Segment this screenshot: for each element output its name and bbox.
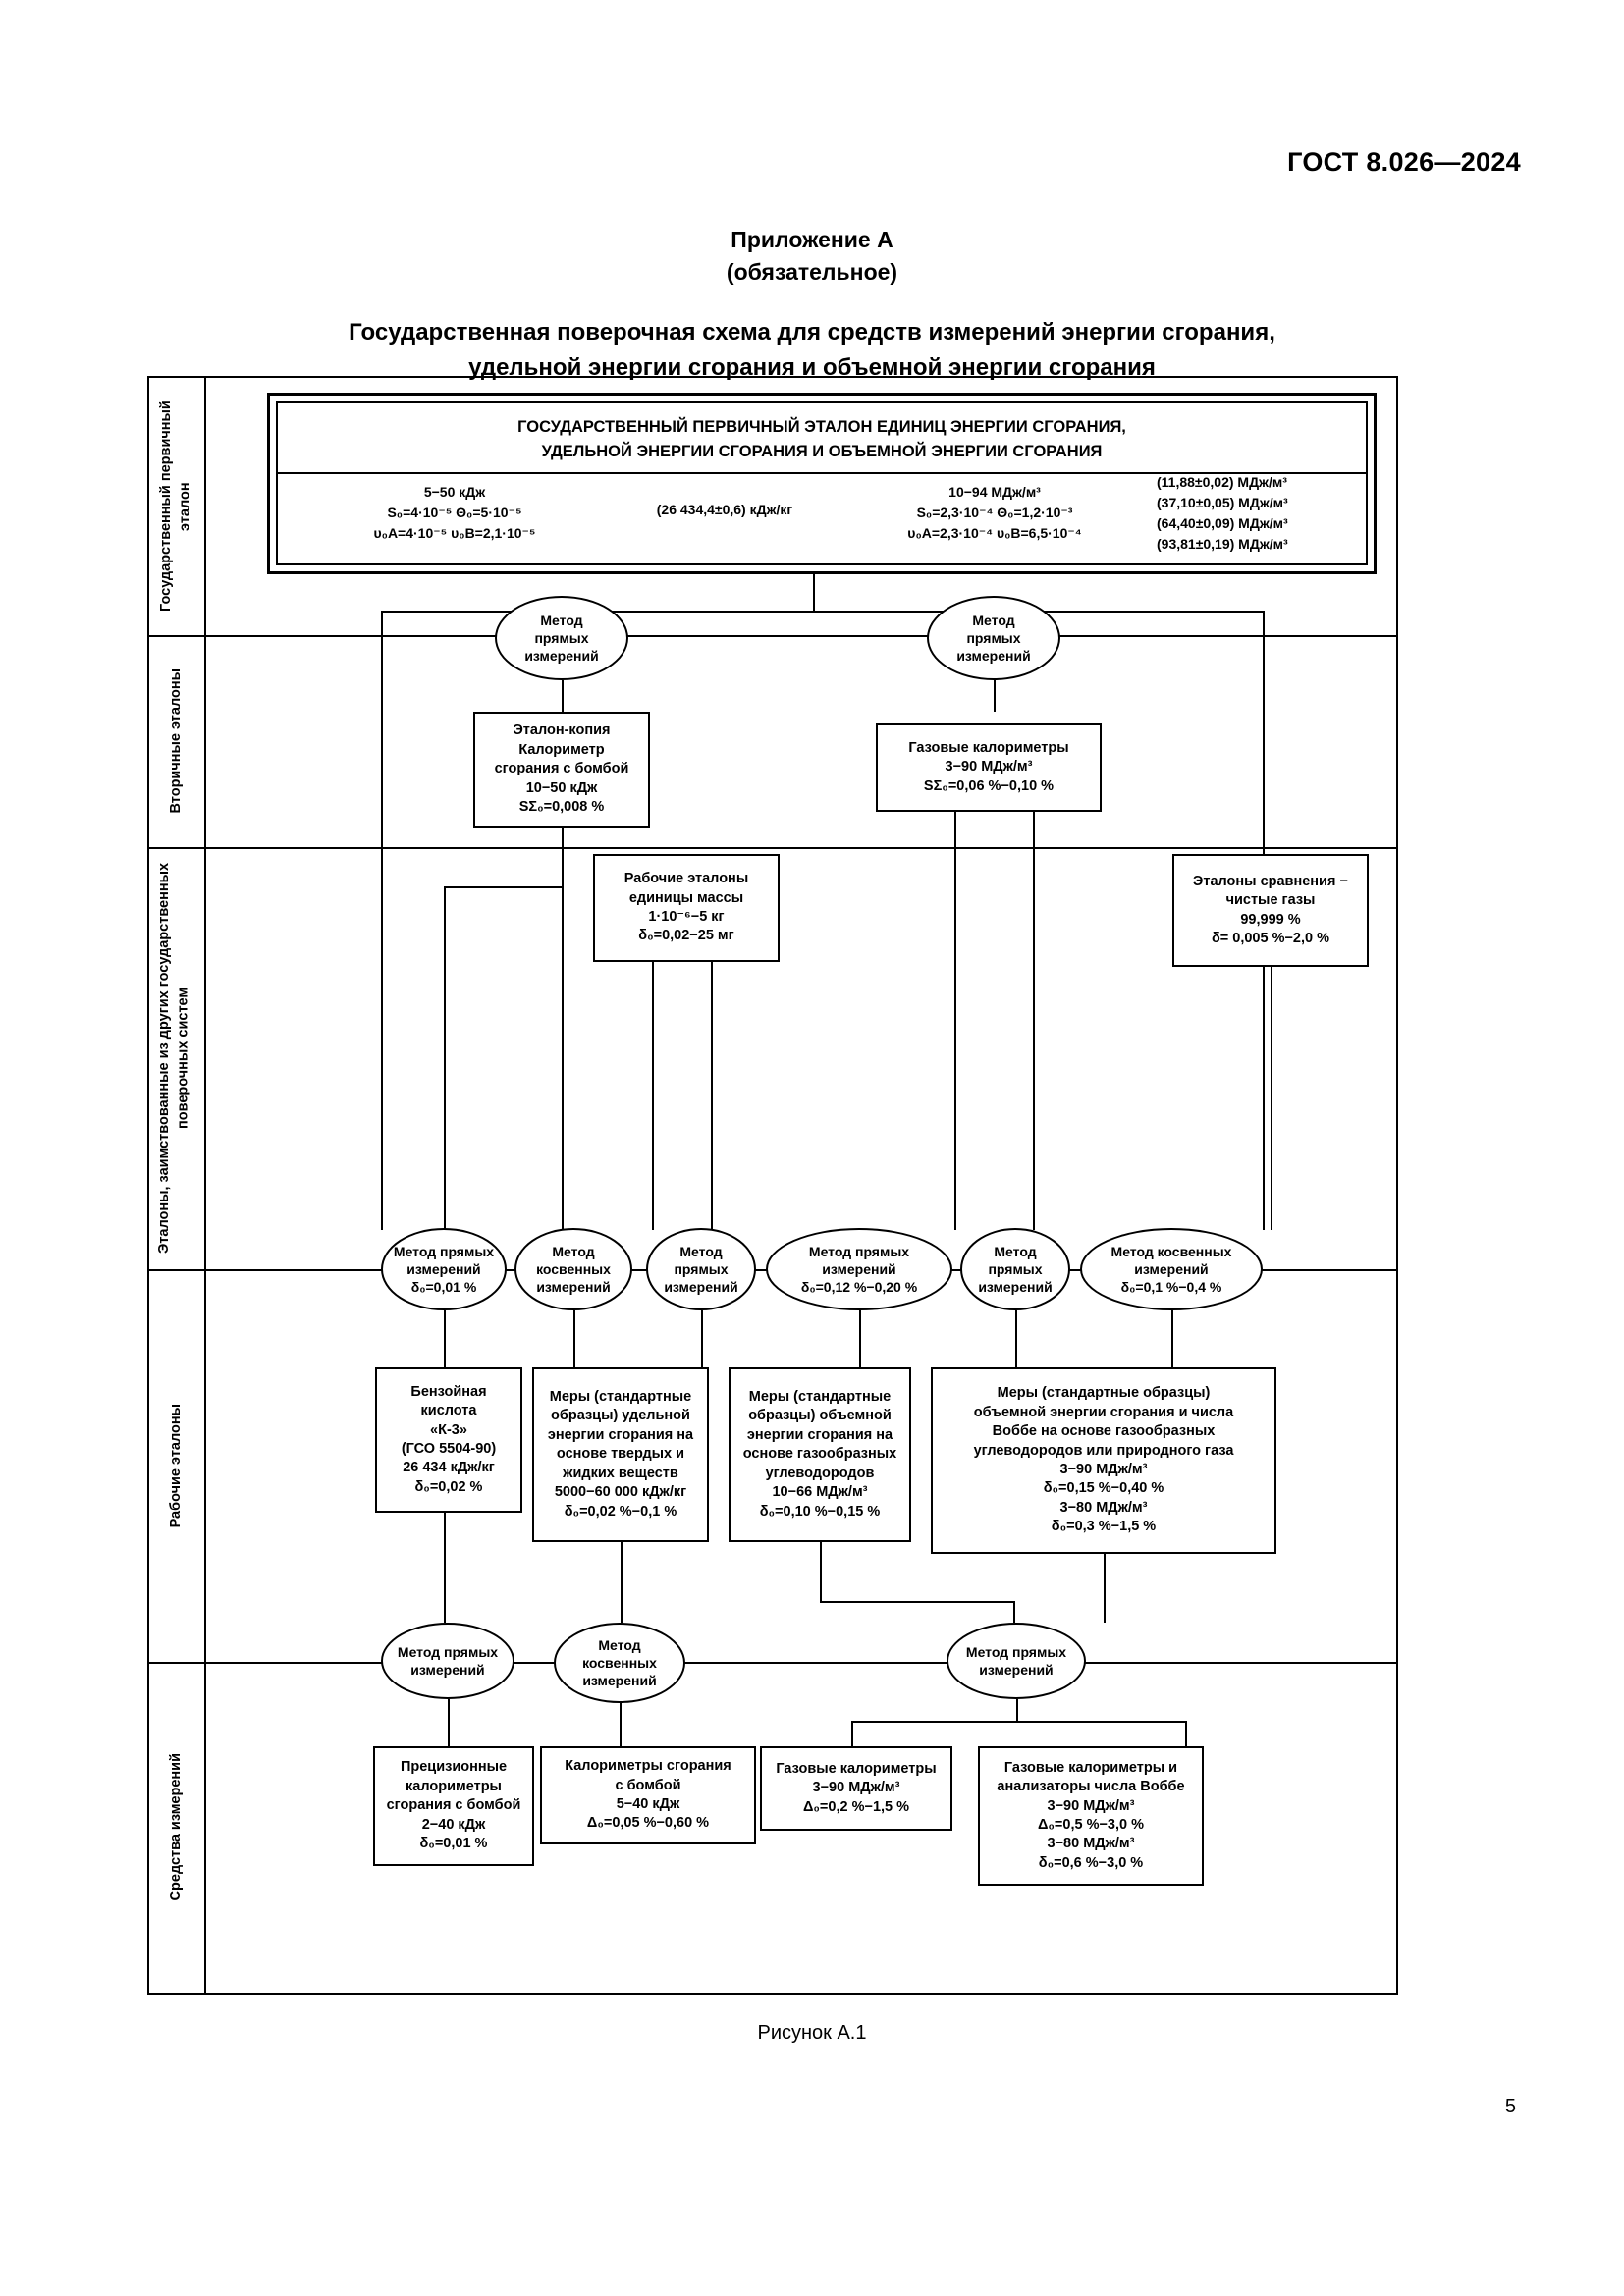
primary-standard-title: ГОСУДАРСТВЕННЫЙ ПЕРВИЧНЫЙ ЭТАЛОН ЕДИНИЦ … — [278, 403, 1366, 474]
lane-label-secondary-text: Вторичные эталоны — [168, 668, 185, 814]
bomb-calorimeters-box: Калориметры сгорания с бомбой 5−40 кДж Δ… — [540, 1746, 756, 1844]
scheme-title-line1: Государственная поверочная схема для сре… — [349, 318, 1275, 346]
appendix-label: Приложение А — [731, 227, 893, 252]
lane-label-instruments-text: Средства измерений — [168, 1753, 185, 1901]
precision-calorimeters-box: Прецизионные калориметры сгорания с бомб… — [373, 1746, 534, 1866]
method-direct-plain2-ellipse: Метод прямых измерений — [960, 1228, 1070, 1310]
primary-col-volumetric: 10−94 МДж/м³ S₀=2,3·10⁻⁴ Θ₀=1,2·10⁻³ υ₀A… — [907, 483, 1082, 541]
method-indirect-01-ellipse: Метод косвенных измерений δ₀=0,1 %−0,4 % — [1080, 1228, 1263, 1310]
lane-label-secondary: Вторичные эталоны — [149, 635, 206, 847]
method-direct-bottom-ellipse: Метод прямых измерений — [381, 1623, 514, 1699]
mass-working-standards-box: Рабочие эталоны единицы массы 1·10⁻⁶−5 к… — [593, 854, 780, 962]
document-header: ГОСТ 8.026—2024 — [1287, 147, 1521, 177]
primary-standard-box: ГОСУДАРСТВЕННЫЙ ПЕРВИЧНЫЙ ЭТАЛОН ЕДИНИЦ … — [267, 393, 1377, 574]
etalon-copy-box: Эталон-копия Калориметр сгорания с бомбо… — [473, 712, 650, 828]
benzoic-acid-box: Бензойная кислота «К-3» (ГСО 5504-90) 26… — [375, 1367, 522, 1513]
specific-energy-measures-box: Меры (стандартные образцы) удельной энер… — [532, 1367, 709, 1542]
lane-label-working: Рабочие эталоны — [149, 1269, 206, 1662]
lane-label-primary: Государственный первичный эталон — [149, 378, 206, 635]
lane-label-borrowed: Эталоны, заимствованные из других госуда… — [149, 847, 206, 1269]
lane-label-borrowed-text: Эталоны, заимствованные из других госуда… — [156, 862, 191, 1255]
verification-scheme-diagram: Государственный первичный эталон Вторичн… — [147, 376, 1398, 1995]
gas-wobbe-analyzers-box: Газовые калориметры и анализаторы числа … — [978, 1746, 1204, 1886]
method-direct-plain-ellipse: Метод прямых измерений — [646, 1228, 756, 1310]
secondary-gas-calorimeters-box: Газовые калориметры 3−90 МДж/м³ SΣ₀=0,06… — [876, 723, 1102, 812]
instrument-gas-calorimeters-box: Газовые калориметры 3−90 МДж/м³ Δ₀=0,2 %… — [760, 1746, 952, 1831]
pure-gases-comparison-box: Эталоны сравнения − чистые газы 99,999 %… — [1172, 854, 1369, 967]
appendix-kind: (обязательное) — [726, 259, 898, 286]
method-direct-bottom2-ellipse: Метод прямых измерений — [947, 1623, 1086, 1699]
lane-label-working-text: Рабочие эталоны — [168, 1403, 185, 1528]
primary-col-specific: (26 434,4±0,6) кДж/кг — [656, 501, 793, 517]
primary-col-energy: 5−50 кДж S₀=4·10⁻⁵ Θ₀=5·10⁻⁵ υ₀A=4·10⁻⁵ … — [373, 483, 536, 541]
primary-col-reference-values: (11,88±0,02) МДж/м³ (37,10±0,05) МДж/м³ … — [1157, 473, 1288, 552]
method-direct-012-ellipse: Метод прямых измерений δ₀=0,12 %−0,20 % — [766, 1228, 952, 1310]
volumetric-energy-measures-box: Меры (стандартные образцы) объемной энер… — [729, 1367, 911, 1542]
method-indirect-ellipse: Метод косвенных измерений — [514, 1228, 632, 1310]
lane-label-primary-text: Государственный первичный эталон — [158, 400, 193, 613]
method-direct-left-ellipse: Метод прямых измерений — [495, 596, 628, 680]
method-direct-001-ellipse: Метод прямых измерений δ₀=0,01 % — [381, 1228, 507, 1310]
wobbe-measures-box: Меры (стандартные образцы) объемной энер… — [931, 1367, 1276, 1554]
page-number: 5 — [1504, 2096, 1516, 2117]
title-block: Приложение А (обязательное) Государствен… — [0, 224, 1624, 386]
method-indirect-bottom-ellipse: Метод косвенных измерений — [554, 1623, 685, 1703]
figure-caption: Рисунок А.1 — [757, 2022, 867, 2044]
method-direct-right-ellipse: Метод прямых измерений — [927, 596, 1060, 680]
lane-label-instruments: Средства измерений — [149, 1662, 206, 1993]
